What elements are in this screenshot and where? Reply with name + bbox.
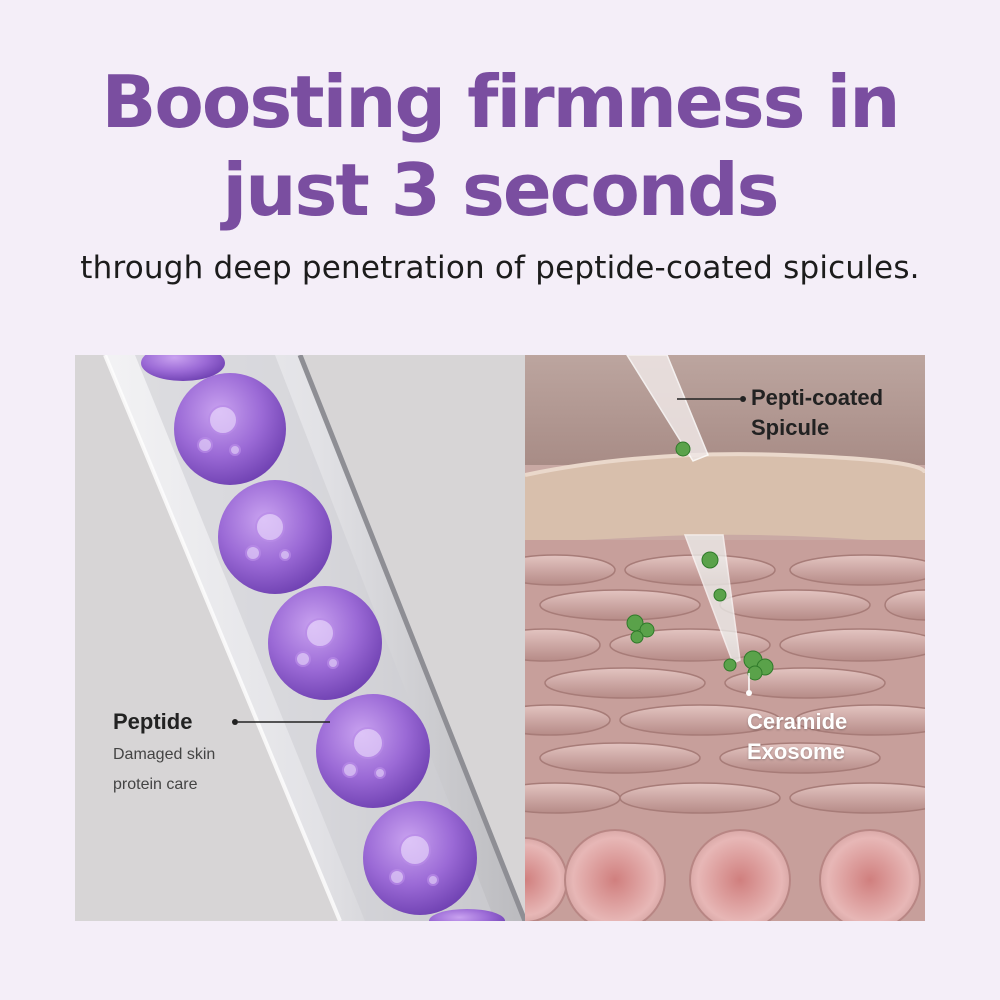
subheadline: through deep penetration of peptide-coat…	[80, 250, 920, 286]
spicule-label-line-1: Pepti-coated	[751, 385, 884, 410]
peptide-desc-line-1: Damaged skin	[113, 746, 216, 763]
exosome-label-line-2: Exosome	[747, 739, 845, 764]
peptide-desc-line-2: protein care	[113, 776, 198, 793]
headline: Boosting firmness in just 3 seconds	[0, 58, 1000, 234]
illustration-panels: Peptide Damaged skin protein care	[75, 355, 925, 921]
skin-layer-illustration: Pepti-coated Spicule Ceramide Exosome	[525, 355, 925, 921]
peptide-label: Peptide	[113, 709, 193, 734]
skin-cells	[525, 554, 925, 814]
headline-line-1: Boosting firmness in	[101, 60, 901, 144]
spicule-tube-graphic	[103, 355, 525, 921]
peptide-illustration: Peptide Damaged skin protein care	[75, 355, 525, 921]
spicule-label-line-2: Spicule	[751, 415, 830, 440]
exosome-label-line-1: Ceramide	[747, 709, 848, 734]
headline-line-2: just 3 seconds	[222, 148, 780, 232]
skin-cross-section-graphic	[525, 355, 925, 921]
